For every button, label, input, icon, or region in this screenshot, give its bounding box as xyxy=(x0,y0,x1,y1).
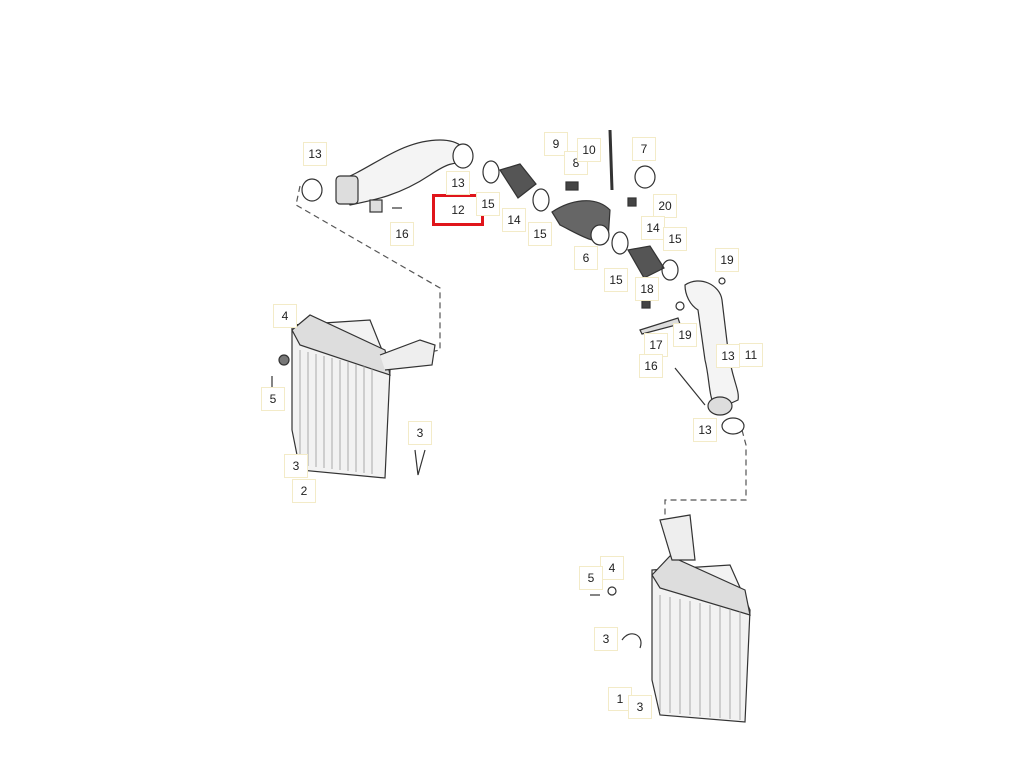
callout-part-13[interactable]: 13 xyxy=(716,344,740,368)
callout-part-3[interactable]: 3 xyxy=(284,454,308,478)
callout-part-5[interactable]: 5 xyxy=(261,387,285,411)
callout-part-13[interactable]: 13 xyxy=(693,418,717,442)
callout-part-2[interactable]: 2 xyxy=(292,479,316,503)
connection-lines xyxy=(295,185,747,520)
callout-part-16[interactable]: 16 xyxy=(639,354,663,378)
callout-part-6[interactable]: 6 xyxy=(574,246,598,270)
callout-part-19[interactable]: 19 xyxy=(673,323,697,347)
callout-part-15[interactable]: 15 xyxy=(476,192,500,216)
callout-part-13[interactable]: 13 xyxy=(446,171,470,195)
callout-part-14[interactable]: 14 xyxy=(641,216,665,240)
charge-pipe-right xyxy=(674,280,745,435)
callout-part-19[interactable]: 19 xyxy=(715,248,739,272)
callout-part-15[interactable]: 15 xyxy=(604,268,628,292)
callout-part-13[interactable]: 13 xyxy=(303,142,327,166)
callout-part-3[interactable]: 3 xyxy=(628,695,652,719)
callout-part-4[interactable]: 4 xyxy=(273,304,297,328)
callout-part-8[interactable]: 8 xyxy=(564,151,588,175)
intercooler-left xyxy=(271,314,436,479)
callout-part-20[interactable]: 20 xyxy=(653,194,677,218)
callout-part-14[interactable]: 14 xyxy=(502,208,526,232)
intercooler-right xyxy=(590,514,751,723)
callout-part-16[interactable]: 16 xyxy=(390,222,414,246)
callout-part-3[interactable]: 3 xyxy=(594,627,618,651)
callout-part-15[interactable]: 15 xyxy=(528,222,552,246)
callout-part-10[interactable]: 10 xyxy=(577,138,601,162)
callout-part-7[interactable]: 7 xyxy=(632,137,656,161)
callout-part-11[interactable]: 11 xyxy=(739,343,763,367)
callout-part-3[interactable]: 3 xyxy=(408,421,432,445)
charge-pipe-left xyxy=(301,139,474,213)
callout-part-5[interactable]: 5 xyxy=(579,566,603,590)
hoses-clamps xyxy=(482,129,726,335)
callout-part-18[interactable]: 18 xyxy=(635,277,659,301)
callout-part-4[interactable]: 4 xyxy=(600,556,624,580)
callout-part-15[interactable]: 15 xyxy=(663,227,687,251)
